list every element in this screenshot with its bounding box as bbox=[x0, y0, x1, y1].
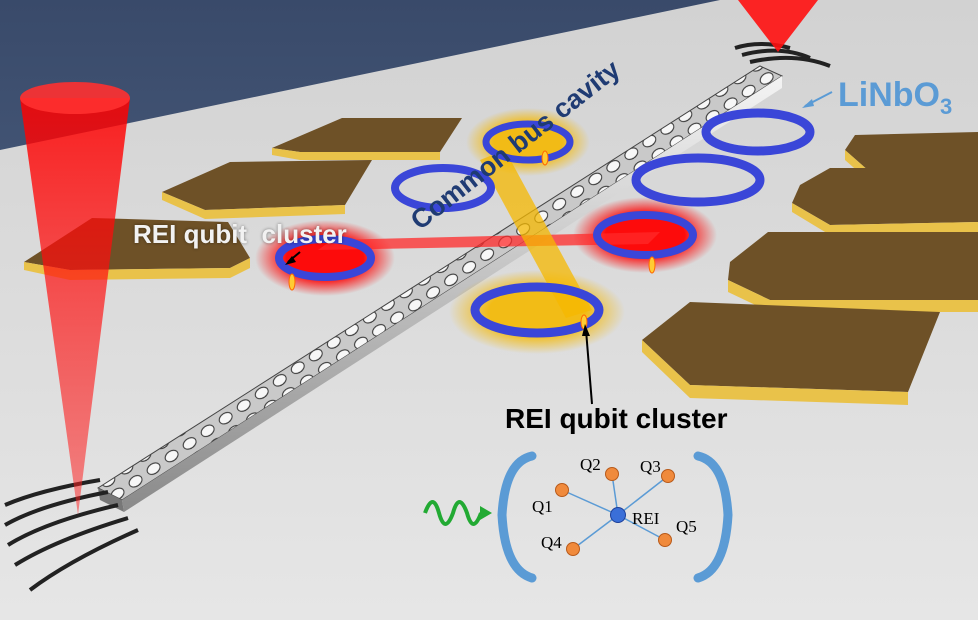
qubit-cluster-inset bbox=[423, 451, 733, 583]
electrode bbox=[272, 118, 462, 152]
material-label: LiNbO3 bbox=[838, 76, 952, 120]
laser-beam-left bbox=[20, 98, 130, 515]
ring bbox=[391, 164, 495, 212]
qubit-label-q5: Q5 bbox=[676, 517, 697, 536]
bracket-right bbox=[693, 451, 733, 583]
ring bbox=[631, 153, 765, 207]
qubit-label-q4: Q4 bbox=[541, 533, 562, 552]
ring bbox=[482, 120, 574, 164]
qubit-label-q3: Q3 bbox=[640, 457, 661, 476]
qubit-label-q2: Q2 bbox=[580, 455, 601, 474]
qubit-node-q4 bbox=[566, 542, 580, 556]
qubit-node-q5 bbox=[658, 533, 672, 547]
qubit-cluster-label-bottom: REI qubit cluster bbox=[505, 403, 728, 434]
electrode bbox=[642, 302, 940, 392]
electrode bbox=[845, 132, 978, 172]
cluster-arrow-bottom bbox=[585, 329, 593, 405]
ring bbox=[593, 211, 697, 259]
coupling-beam-yellow bbox=[480, 150, 592, 318]
electrodes-right bbox=[642, 132, 978, 405]
qubit-node-q1 bbox=[555, 483, 569, 497]
ring bbox=[275, 235, 375, 281]
ring bbox=[701, 108, 815, 156]
grating-coupler-left bbox=[4, 478, 139, 592]
qubit-node-q3 bbox=[661, 469, 675, 483]
ring bbox=[470, 282, 604, 338]
qubit-node-q2 bbox=[605, 467, 619, 481]
qubit-cluster-label-left: REI qubit cluster bbox=[133, 219, 347, 249]
coupling-beam-red bbox=[318, 232, 660, 250]
electrode bbox=[728, 232, 978, 300]
microwave-icon bbox=[423, 500, 483, 526]
rei-node bbox=[610, 507, 626, 523]
microrings bbox=[275, 108, 815, 338]
electrode bbox=[162, 160, 372, 210]
bracket-left bbox=[497, 451, 537, 583]
material-label-subscript: 3 bbox=[939, 93, 953, 119]
material-label-text: LiNbO bbox=[838, 76, 940, 114]
rei-label: REI bbox=[632, 509, 660, 528]
qubit-label-q1: Q1 bbox=[532, 497, 553, 516]
electrode bbox=[792, 168, 978, 225]
laser-beam-right bbox=[738, 0, 818, 52]
